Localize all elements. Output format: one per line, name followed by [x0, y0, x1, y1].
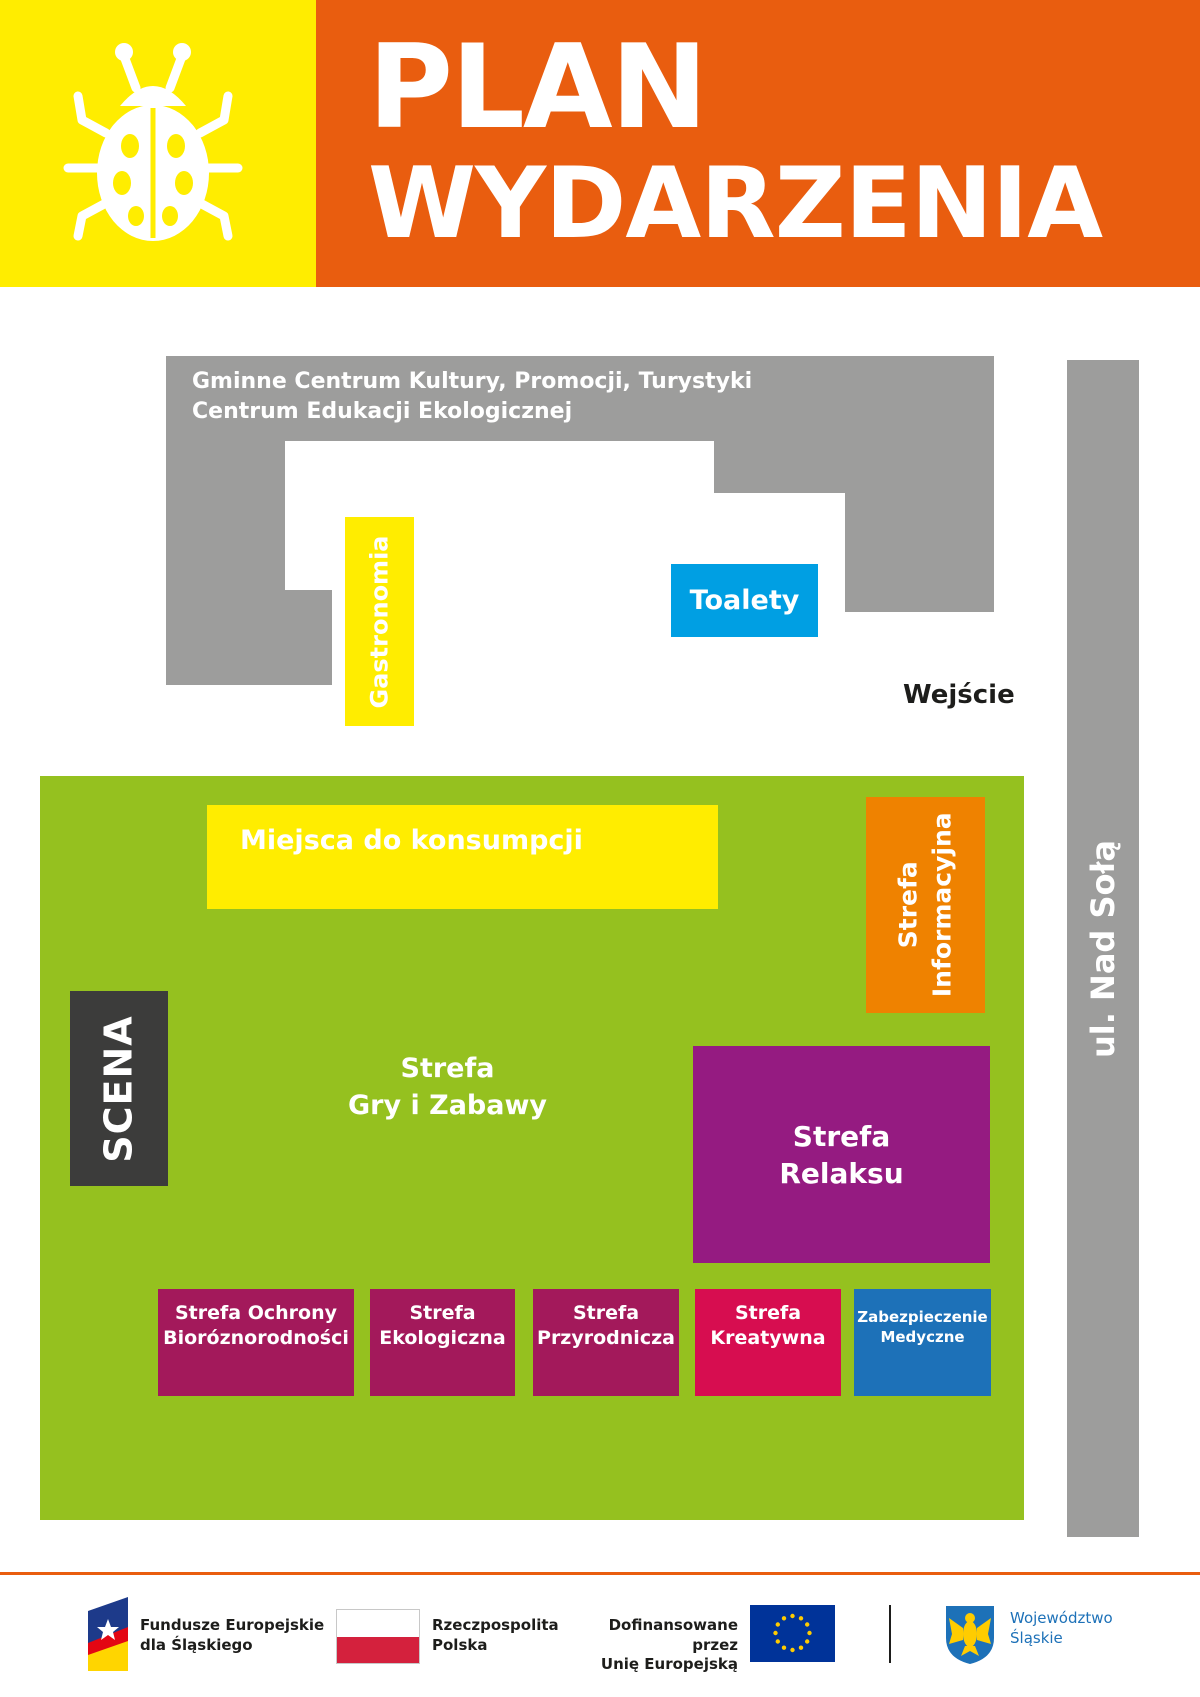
- information-zone: Strefa Informacyjna: [866, 797, 985, 1013]
- building-label: Gminne Centrum Kultury, Promocji, Turyst…: [192, 367, 752, 427]
- gastronomia-label: Gastronomia: [365, 535, 394, 708]
- fe-logo-text: Fundusze Europejskie dla Śląskiego: [140, 1616, 324, 1655]
- road-label: ul. Nad Sołą: [1084, 839, 1122, 1058]
- gastronomia-zone: Gastronomia: [345, 517, 414, 726]
- zone-line-1: Strefa Ochrony: [174, 1302, 337, 1324]
- building-label-line-2: Centrum Edukacji Ekologicznej: [192, 399, 573, 424]
- eu-logo-text: Dofinansowane przez Unię Europejską: [560, 1616, 738, 1675]
- relax-label-line-2: Relaksu: [779, 1156, 904, 1190]
- information-label-line-2: Informacyjna: [927, 812, 957, 998]
- header-yellow-panel: [0, 0, 316, 287]
- silesia-logo-line-1: Województwo: [1010, 1609, 1113, 1627]
- fe-logo-line-2: dla Śląskiego: [140, 1635, 253, 1654]
- building-top-wing: [166, 356, 994, 441]
- toalety-label: Toalety: [689, 585, 800, 616]
- consumption-area-label: Miejsca do konsumpcji: [240, 825, 583, 856]
- stage-zone: SCENA: [70, 991, 168, 1186]
- silesia-logo-line-2: Śląskie: [1010, 1629, 1063, 1648]
- rp-logo-text: Rzeczpospolita Polska: [432, 1616, 559, 1655]
- eu-logo-line-2: Unię Europejską: [600, 1655, 738, 1673]
- silesia-logo-text: Województwo Śląskie: [1010, 1608, 1113, 1649]
- ladybug-icon: [63, 43, 243, 241]
- building-left-foot: [166, 590, 332, 685]
- building-right-wing: [845, 441, 994, 612]
- zone-creative: Strefa Kreatywna: [695, 1289, 841, 1396]
- building-label-line-1: Gminne Centrum Kultury, Promocji, Turyst…: [192, 369, 753, 394]
- fe-logo-icon: [88, 1597, 128, 1671]
- fe-logo-line-1: Fundusze Europejskie: [140, 1616, 325, 1634]
- zone-line-1: Zabezpieczenie: [857, 1308, 988, 1326]
- footer-divider: [0, 1572, 1200, 1575]
- toalety-zone: Toalety: [671, 564, 818, 637]
- zone-line-2: Medyczne: [880, 1328, 965, 1347]
- header-orange-panel: [316, 0, 1200, 287]
- stage-label: SCENA: [97, 1014, 141, 1163]
- zone-ecological: Strefa Ekologiczna: [370, 1289, 515, 1396]
- zone-biodiversity: Strefa Ochrony Bioróznorodności: [158, 1289, 354, 1396]
- poland-flag-icon: [336, 1609, 420, 1664]
- rp-logo-line-2: Polska: [432, 1635, 488, 1654]
- relax-label-line-1: Strefa: [792, 1119, 891, 1153]
- information-label-line-1: Strefa: [893, 861, 923, 949]
- relax-zone: Strefa Relaksu: [693, 1046, 990, 1263]
- road-ul-nad-sola: ul. Nad Sołą: [1067, 360, 1139, 1537]
- zone-line-1: Strefa: [734, 1302, 802, 1324]
- consumption-area-zone: Miejsca do konsumpcji: [207, 805, 718, 909]
- zone-line-2: Przyrodnicza: [537, 1326, 675, 1349]
- rp-logo-line-1: Rzeczpospolita: [432, 1616, 559, 1634]
- eu-flag-icon: [750, 1605, 835, 1662]
- games-zone-label: Strefa Gry i Zabawy: [300, 1050, 595, 1124]
- zone-nature: Strefa Przyrodnicza: [533, 1289, 679, 1396]
- eu-logo-line-1: Dofinansowane przez: [608, 1616, 738, 1654]
- zone-line-2: Bioróznorodności: [163, 1326, 349, 1349]
- zone-line-2: Ekologiczna: [379, 1326, 506, 1349]
- footer-separator: [889, 1605, 891, 1663]
- information-label: Strefa Informacyjna: [892, 813, 960, 998]
- title-line-2: WYDARZENIA: [368, 147, 1103, 261]
- entrance-label: Wejście: [903, 680, 1015, 710]
- games-label-line-2: Gry i Zabawy: [347, 1090, 548, 1121]
- title-line-1: PLAN: [368, 20, 708, 155]
- zone-line-1: Strefa: [409, 1302, 476, 1324]
- zone-medical: Zabezpieczenie Medyczne: [854, 1289, 991, 1396]
- zone-line-2: Kreatywna: [710, 1326, 826, 1349]
- zone-line-1: Strefa: [572, 1302, 640, 1324]
- games-label-line-1: Strefa: [400, 1053, 495, 1084]
- silesia-coat-of-arms-icon: [946, 1606, 994, 1664]
